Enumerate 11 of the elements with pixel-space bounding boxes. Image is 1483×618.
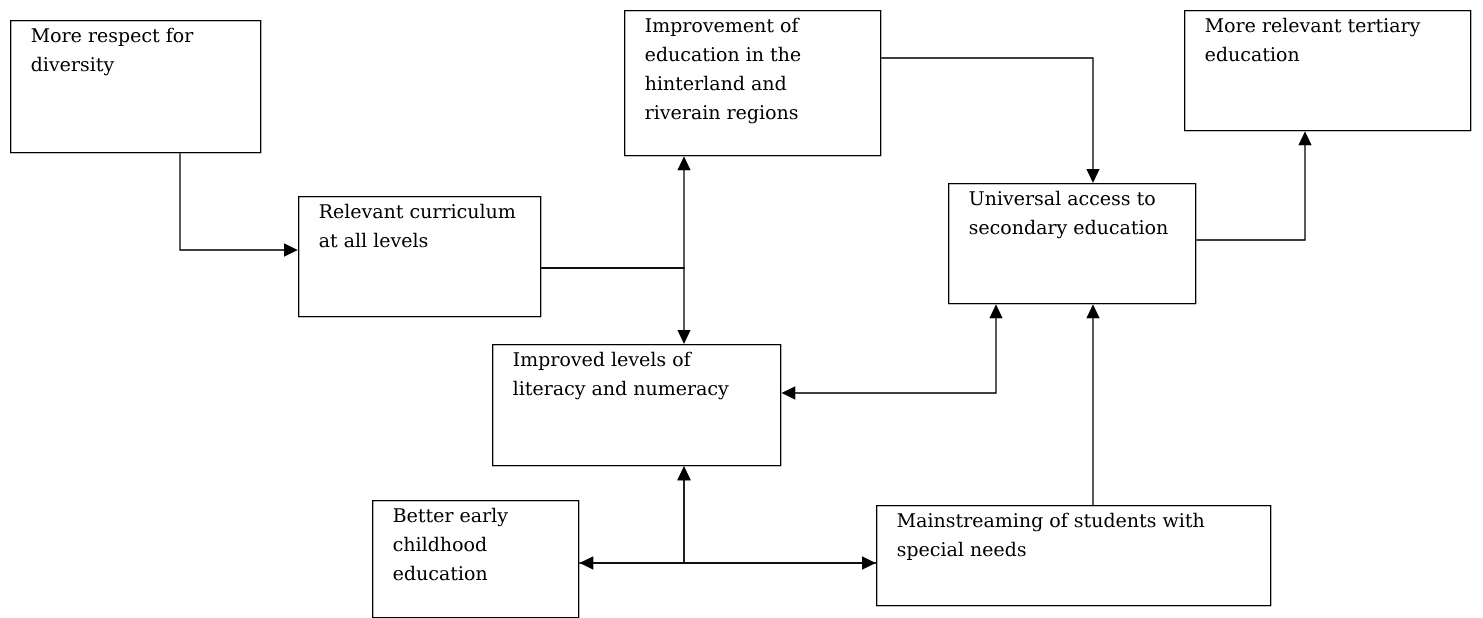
text-box: Relevant curriculum at all levels xyxy=(298,196,542,318)
arrow xyxy=(540,267,691,344)
text-box: Mainstreaming of students with special needs xyxy=(876,505,1272,607)
text-box: More respect for diversity xyxy=(10,20,262,154)
text-box: Universal access to secondary education xyxy=(948,183,1197,305)
text-box: Improvement of education in the hinterland and riverain regions xyxy=(624,10,882,157)
text-box: Improved levels of literacy and numeracy xyxy=(492,344,782,467)
arrow xyxy=(880,57,1100,183)
arrow xyxy=(179,152,298,257)
text-box: Better early childhood education xyxy=(372,500,580,618)
text-box: More relevant tertiary education xyxy=(1184,10,1472,132)
